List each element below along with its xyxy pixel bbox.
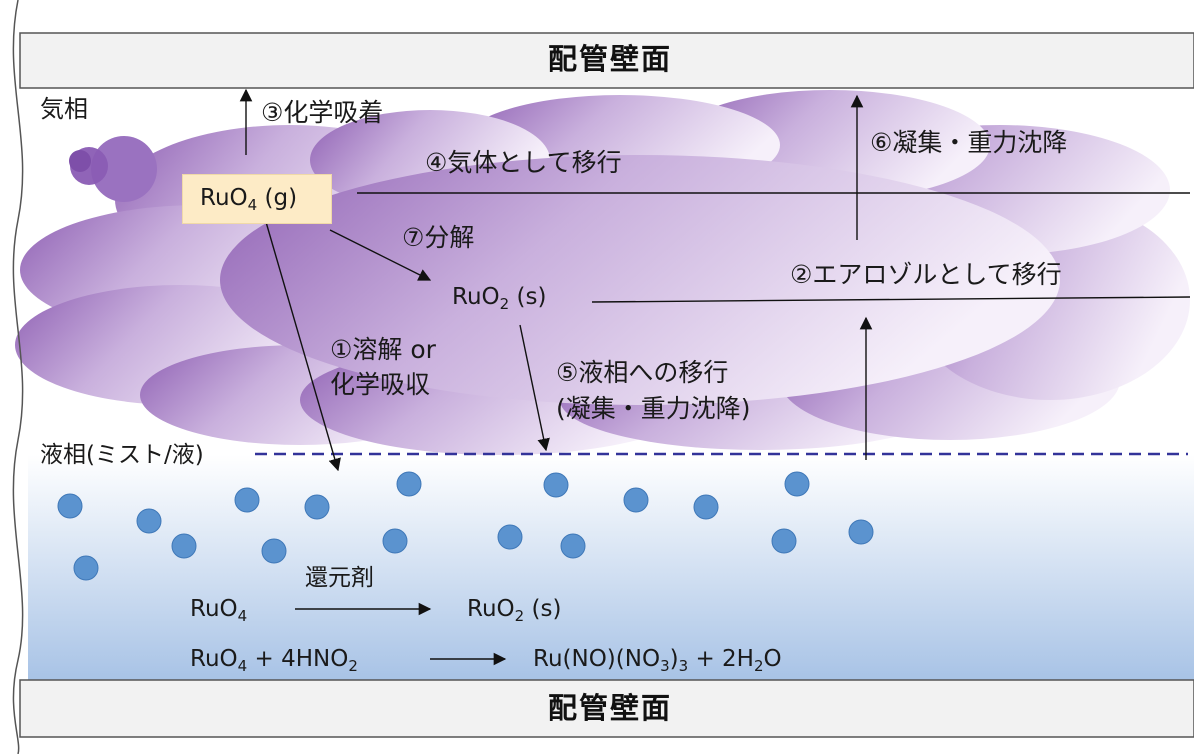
bottom-wall — [19, 679, 1194, 738]
process-6-label: ⑥凝集・重力沈降 — [870, 128, 1068, 157]
process-arrows — [239, 88, 1191, 666]
process-3-label: ③化学吸着 — [261, 98, 384, 127]
process-5-label-line1: ⑤液相への移行 — [556, 358, 729, 387]
process-4-label: ④気体として移行 — [425, 148, 622, 177]
process-1-label-line1: ①溶解 or — [330, 335, 436, 364]
top-wall-label: 配管壁面 — [547, 42, 672, 76]
reaction-1-rhs: RuO2 (s) — [467, 596, 562, 625]
reaction-1-lhs: RuO4 — [190, 596, 248, 625]
process-7-label: ⑦分解 — [402, 223, 475, 252]
process-5-label-line2: (凝集・重力沈降) — [556, 394, 751, 423]
top-wall — [19, 32, 1194, 89]
bottom-wall-label: 配管壁面 — [547, 691, 672, 725]
reaction-2-rhs: Ru(NO)(NO3)3 + 2H2O — [533, 646, 782, 675]
gas-cloud — [15, 90, 1190, 455]
gas-bubble — [91, 136, 157, 202]
pipe-cut-edge — [12, 0, 24, 754]
ruo2-solid-label: RuO2 (s) — [452, 284, 547, 313]
liquid-phase-label: 液相(ミスト/液) — [40, 442, 204, 468]
process-2-label: ②エアロゾルとして移行 — [790, 260, 1062, 289]
process-1-label-line2: 化学吸収 — [330, 370, 431, 399]
reducing-agent-label: 還元剤 — [305, 565, 374, 591]
ruo4-gas-label: RuO4 (g) — [200, 185, 298, 214]
gas-bubble — [69, 150, 91, 172]
gas-phase-label: 気相 — [40, 95, 88, 123]
reaction-2-lhs: RuO4 + 4HNO2 — [190, 646, 358, 675]
liquid-region — [28, 455, 1194, 680]
ruo4-gas-box — [182, 174, 332, 224]
droplets — [57, 471, 874, 581]
